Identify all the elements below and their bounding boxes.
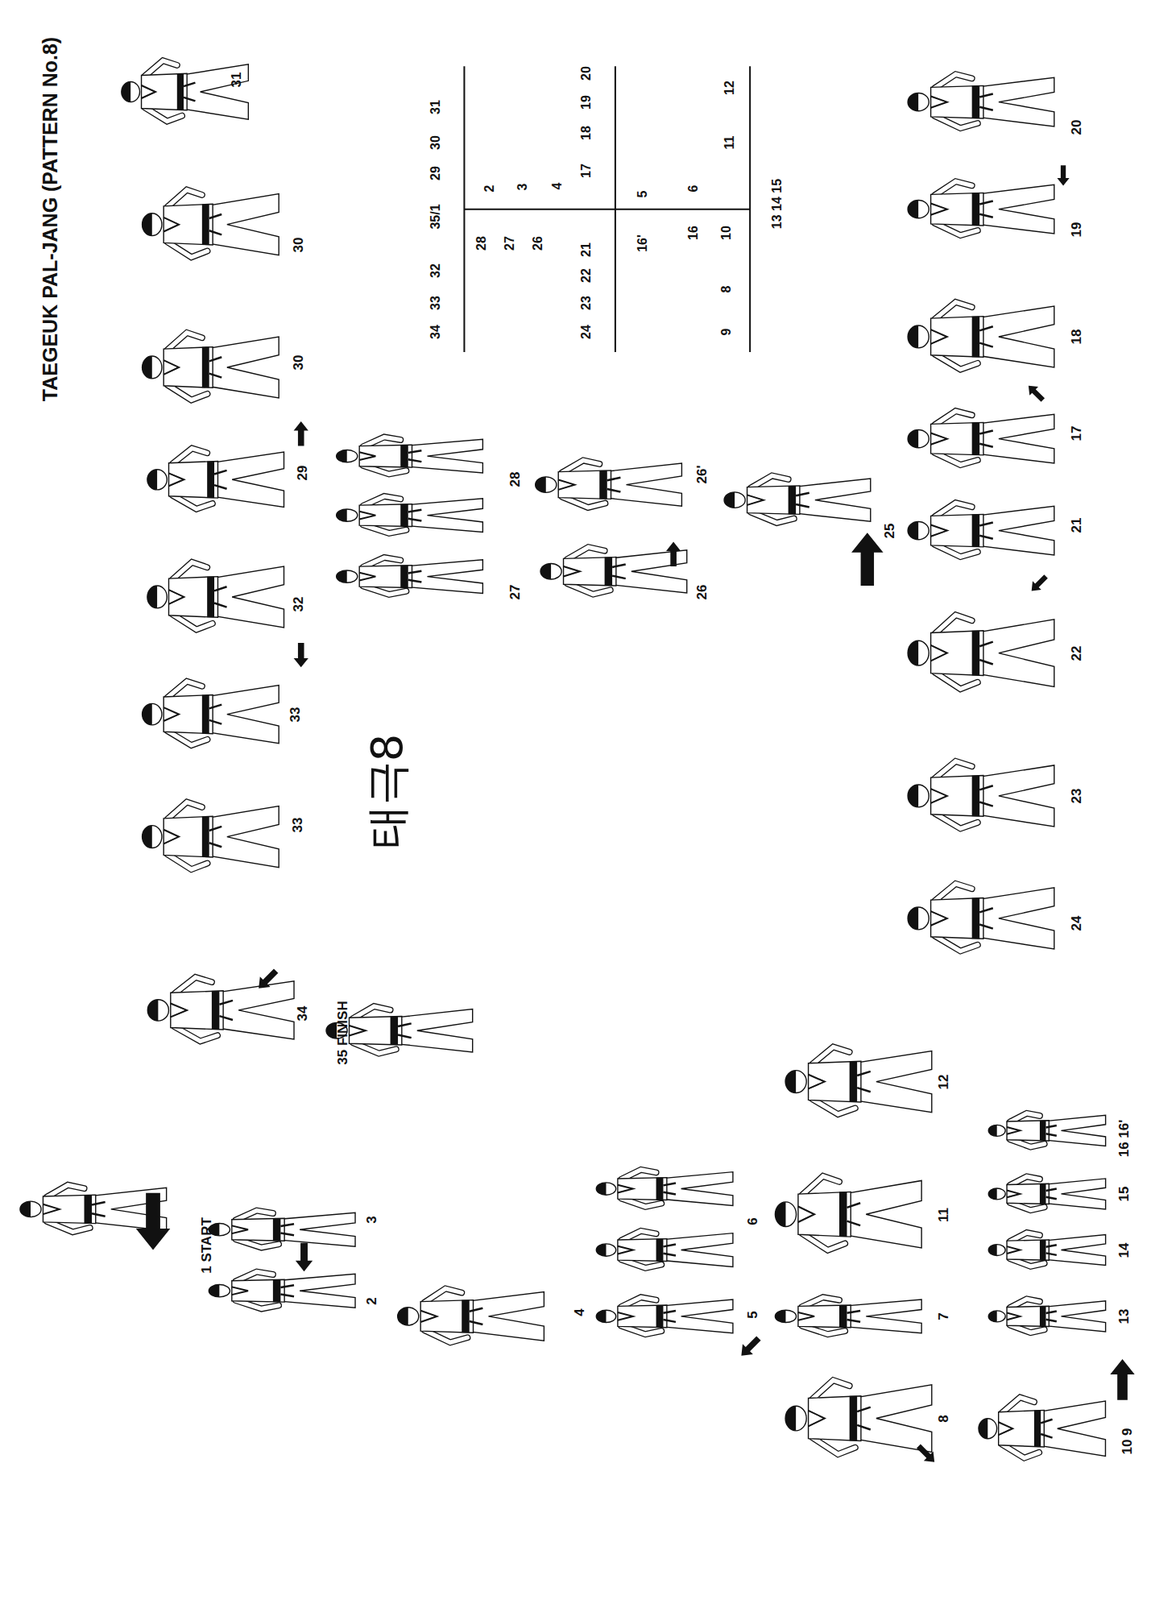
callout-number: 11 <box>935 1207 952 1222</box>
step-number: 11 <box>722 136 737 150</box>
step-number: 21 <box>579 242 595 257</box>
callout-number: 7 <box>935 1312 952 1320</box>
callout-number: 30 <box>291 237 307 253</box>
callout-number: 8 <box>935 1414 952 1422</box>
callout-number: 21 <box>1068 517 1085 534</box>
callout-number: 12 <box>935 1073 952 1089</box>
step-number: 16 <box>687 225 702 241</box>
step-number: 5 <box>635 190 651 198</box>
callout-number: 31 <box>229 71 245 87</box>
step-number: 32 <box>428 263 444 278</box>
step-number: 6 <box>687 185 702 193</box>
callout-number: 10 9 <box>1120 1427 1136 1454</box>
callout-number: 28 <box>507 471 523 488</box>
callout-number: 34 <box>295 1006 311 1022</box>
step-number: 28 <box>474 235 489 251</box>
title: TAEGEUK PAL-JANG (PATTERN No.8) <box>40 37 63 402</box>
callout-number: 30 <box>291 354 307 370</box>
callout-number: 20 <box>1068 120 1085 136</box>
callout-number: 3 <box>364 1215 381 1223</box>
callout-number: 24 <box>1068 915 1085 932</box>
callout-number: 4 <box>571 1308 588 1316</box>
figures <box>20 60 1106 1458</box>
step-number: 29 <box>428 165 444 181</box>
step-number: 10 <box>719 225 734 241</box>
callout-number: 33 <box>288 706 304 722</box>
step-number: 2 <box>482 185 497 193</box>
step-number: 16' <box>635 234 651 253</box>
step-number: 30 <box>428 135 444 150</box>
callout-number: 5 <box>745 1310 762 1318</box>
step-number: 3 <box>515 182 530 191</box>
callout-number: 19 <box>1068 222 1085 238</box>
callout-number: 15 <box>1117 1186 1133 1202</box>
callout-number: 33 <box>290 816 307 833</box>
step-number: 19 <box>579 95 595 110</box>
step-number: 23 <box>579 295 595 311</box>
step-number: 34 <box>428 324 444 340</box>
callout-number: 22 <box>1068 645 1085 661</box>
callout-number: 18 <box>1068 329 1085 345</box>
step-number: 20 <box>579 66 595 81</box>
step-number: 18 <box>579 125 595 141</box>
callout-number: 23 <box>1068 788 1085 804</box>
callout-number: 6 <box>745 1217 762 1226</box>
step-number: 9 <box>719 327 734 336</box>
step-number: 13 14 15 <box>770 178 786 229</box>
callout-number: 14 <box>1117 1242 1133 1258</box>
callout-number: 13 <box>1117 1308 1133 1325</box>
callout-number: 29 <box>295 464 311 481</box>
step-number: 4 <box>550 182 565 190</box>
hangul-mark: 태극8 <box>364 733 412 849</box>
step-number: 27 <box>503 235 518 251</box>
callout-number: 25 <box>881 522 898 539</box>
callout-number: 1 START <box>199 1217 216 1274</box>
step-number: 35/1 <box>428 203 444 229</box>
floor-plan-lines <box>463 66 750 352</box>
callout-number: 35 FINISH <box>335 1000 351 1065</box>
callout-number: 17 <box>1068 426 1085 442</box>
direction-arrows <box>136 165 1135 1466</box>
callout-number: 27 <box>507 583 523 600</box>
callout-number: 16 16' <box>1117 1118 1133 1157</box>
callout-number: 32 <box>291 596 307 613</box>
step-number: 8 <box>719 285 734 293</box>
step-number: 24 <box>579 324 595 340</box>
step-number: 26 <box>530 235 546 251</box>
step-number: 22 <box>579 268 595 283</box>
callout-number: 2 <box>364 1296 381 1305</box>
step-number: 31 <box>428 99 444 115</box>
callout-number: 26 <box>694 583 710 600</box>
step-number: 12 <box>722 80 737 96</box>
callout-number: 26' <box>694 465 710 485</box>
step-number: 33 <box>428 295 444 311</box>
step-number: 17 <box>579 163 595 179</box>
